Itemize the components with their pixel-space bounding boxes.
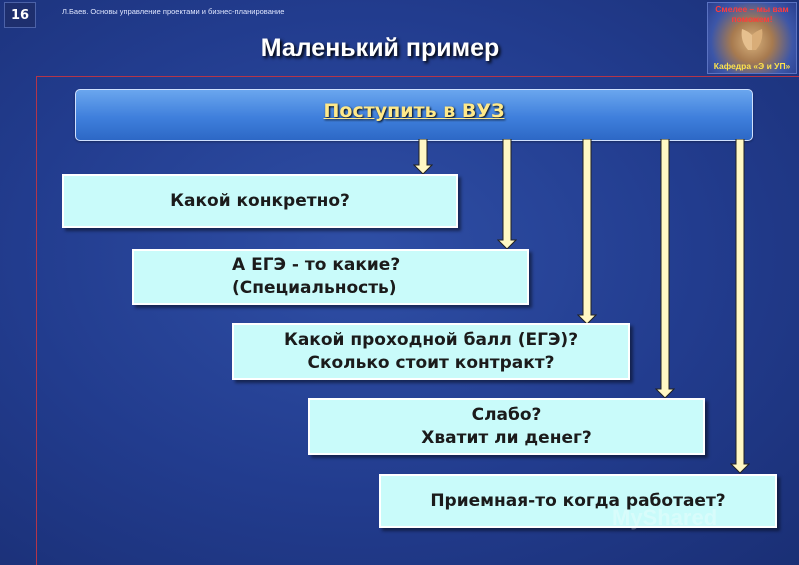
question-box-2: А ЕГЭ - то какие? (Специальность) — [132, 249, 529, 305]
slide-number: 16 — [4, 2, 36, 28]
question-line: Сколько стоит контракт? — [307, 352, 555, 373]
question-line: Слабо? — [471, 404, 542, 425]
logo-slogan: Смелее – мы вам поможем! — [715, 4, 789, 24]
hands-icon — [741, 29, 763, 50]
question-box-5: Приемная-то когда работает? — [379, 474, 777, 528]
author-line: Л.Баев. Основы управление проектами и би… — [62, 7, 285, 16]
arrow-5 — [730, 139, 750, 474]
question-box-4: Слабо? Хватит ли денег? — [308, 398, 705, 455]
question-line: Какой проходной балл (ЕГЭ)? — [283, 329, 579, 350]
question-line: Какой конкретно? — [170, 190, 350, 211]
arrow-3 — [577, 139, 597, 325]
arrow-2 — [497, 139, 517, 250]
question-box-3: Какой проходной балл (ЕГЭ)? Сколько стои… — [232, 323, 630, 380]
question-line: (Специальность) — [232, 278, 397, 298]
question-line: Хватит ли денег? — [421, 427, 592, 448]
question-line: А ЕГЭ - то какие? — [232, 255, 401, 275]
goal-box: Поступить в ВУЗ — [75, 89, 753, 141]
goal-text: Поступить в ВУЗ — [323, 100, 505, 122]
department-logo: Смелее – мы вам поможем! Кафедра «Э и УП… — [707, 2, 797, 74]
arrow-4 — [655, 139, 675, 399]
arrow-1 — [413, 139, 433, 175]
slide-title: Маленький пример — [260, 34, 500, 62]
question-box-1: Какой конкретно? — [62, 174, 458, 228]
content-frame — [36, 76, 799, 565]
logo-department: Кафедра «Э и УП» — [713, 61, 791, 71]
watermark: MyShared — [612, 505, 718, 530]
question-line: Приемная-то когда работает? — [430, 490, 726, 511]
